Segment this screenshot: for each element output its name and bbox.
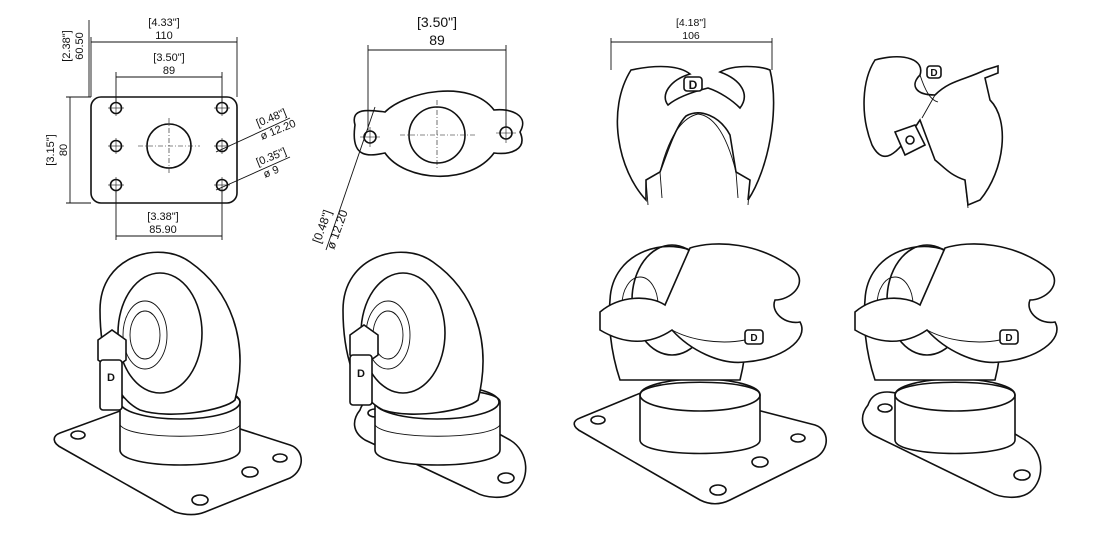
caster2-logo-mark: D [357, 368, 365, 380]
caster-oval-plate-render: D [342, 251, 527, 499]
caster3-logo-mark: D [750, 333, 757, 344]
rect-offset-in-label: [2.38"] [61, 30, 73, 61]
caster1-logo-mark: D [107, 372, 115, 384]
guard-logo-plate [683, 76, 703, 92]
guard-iso-tab [893, 124, 927, 157]
rect-width-mm-label: 110 [155, 30, 173, 42]
rect-bottom-mm-label: 85.90 [149, 224, 177, 236]
guard-width-mm-label: 106 [682, 30, 700, 42]
rect-hole-dia-mm-label: ø 9 [262, 164, 281, 181]
caster-oval-guard-render: D [854, 243, 1058, 499]
caster4-swivel-body [894, 381, 1016, 455]
rect-plate-view: [4.33"] 110 [3.50"] 89 [3.15"] 80 [2.38"… [45, 17, 298, 240]
oval-span-in-label: [3.50"] [417, 14, 457, 30]
caster3-base-plate [573, 384, 828, 505]
oval-plate-view: [3.50"] 89 [0.48"] ø 12.20 [310, 14, 524, 251]
guard-front-outline [616, 65, 775, 203]
caster2-logo-plate [349, 354, 373, 406]
rect-height-in-label: [3.15"] [45, 134, 57, 165]
caster-rect-plate-render: D [53, 251, 303, 516]
guard-logo-mark: D [689, 78, 698, 92]
guard-front-view: D [4.18"] 106 [610, 17, 775, 206]
rect-offset-mm-label: 60.50 [74, 32, 86, 60]
guard-iso-logo-mark: D [930, 68, 937, 79]
rect-holespan-in-label: [3.50"] [153, 52, 184, 64]
guard-iso-logo-plate [926, 65, 942, 79]
rect-holespan-mm-label: 89 [163, 65, 175, 77]
caster4-base-plate [861, 391, 1042, 499]
guard-iso-outline [863, 56, 1004, 207]
caster4-logo-plate [999, 329, 1019, 345]
caster3-swivel-body [639, 381, 761, 455]
guard-iso-view: D [863, 56, 1004, 209]
guard-iso-tab-hole [905, 135, 915, 145]
rect-height-mm-label: 80 [58, 144, 70, 156]
rect-plate-holes [109, 101, 229, 192]
rect-width-in-label: [4.33"] [148, 17, 179, 29]
oval-plate-outline [353, 90, 524, 178]
caster1-base-plate [53, 399, 303, 516]
caster3-logo-plate [744, 329, 764, 345]
caster1-wheel [117, 272, 203, 394]
guard-width-in-label: [4.18"] [676, 17, 706, 29]
rect-bottom-in-label: [3.38"] [147, 211, 178, 223]
caster4-logo-mark: D [1005, 333, 1012, 344]
rect-plate-outline [90, 96, 238, 204]
oval-span-mm-label: 89 [429, 32, 445, 48]
caster1-logo-plate [99, 359, 123, 411]
caster-rect-guard-render: D [573, 243, 828, 505]
